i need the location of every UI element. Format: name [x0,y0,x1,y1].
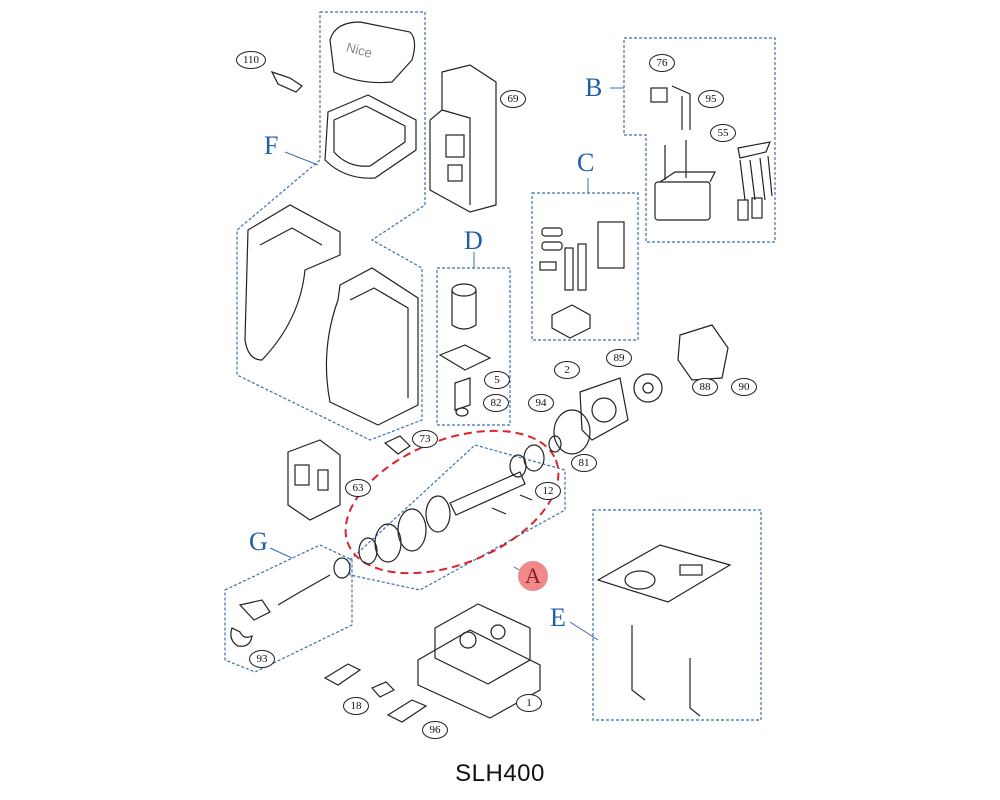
part-cover-frame [324,94,417,179]
group-label-b: B [585,73,603,102]
part-c-components [539,221,625,339]
group-c-outline [531,192,639,341]
part-flange-and-gear [579,324,729,441]
part-board [287,435,411,521]
group-label-g: G [249,527,268,556]
part-b-components [650,85,773,221]
callout-110: 110 [236,51,266,69]
callout-2: 2 [554,361,580,379]
svg-text:Nice: Nice [345,40,374,61]
model-caption: SLH400 [455,760,545,787]
part-o-rings [548,409,591,455]
part-release-lever [230,557,351,647]
part-gear-shaft-assembly [358,444,545,565]
part-bracket-plate [429,64,497,213]
group-a-outline [349,444,566,591]
callout-12: 12 [535,482,561,500]
callout-81: 81 [571,454,597,472]
callout-63: 63 [345,479,371,497]
callout-69: 69 [500,90,526,108]
callout-5: 5 [484,371,510,389]
part-right-cover [325,267,419,426]
callout-73: 73 [412,430,438,448]
part-left-cover [244,204,341,361]
callout-1: 1 [516,694,542,712]
group-label-c: C [577,148,595,177]
callout-88: 88 [692,378,718,396]
group-label-a: A [518,561,548,591]
callout-90: 90 [731,378,757,396]
group-g-outline [224,544,353,673]
callout-82: 82 [483,394,509,412]
group-label-e: E [550,603,566,632]
part-foundation-plate [596,544,732,717]
part-base-housing [417,603,541,719]
callout-96: 96 [422,721,448,739]
callout-95: 95 [698,90,724,108]
part-top-cap: Nice [329,21,416,84]
callout-89: 89 [606,349,632,367]
callout-94: 94 [528,394,554,412]
part-small-latch [270,70,303,93]
callout-76: 76 [649,54,675,72]
group-f-outline [236,11,426,441]
callout-18: 18 [343,697,369,715]
part-small-blocks [323,663,428,723]
group-label-f: F [264,131,279,160]
group-label-d: D [464,226,483,255]
part-d-motor-assembly [438,283,492,417]
group-b-outline [623,37,776,243]
callout-55: 55 [710,124,736,142]
callout-93: 93 [249,650,275,668]
group-e-outline [592,509,762,721]
